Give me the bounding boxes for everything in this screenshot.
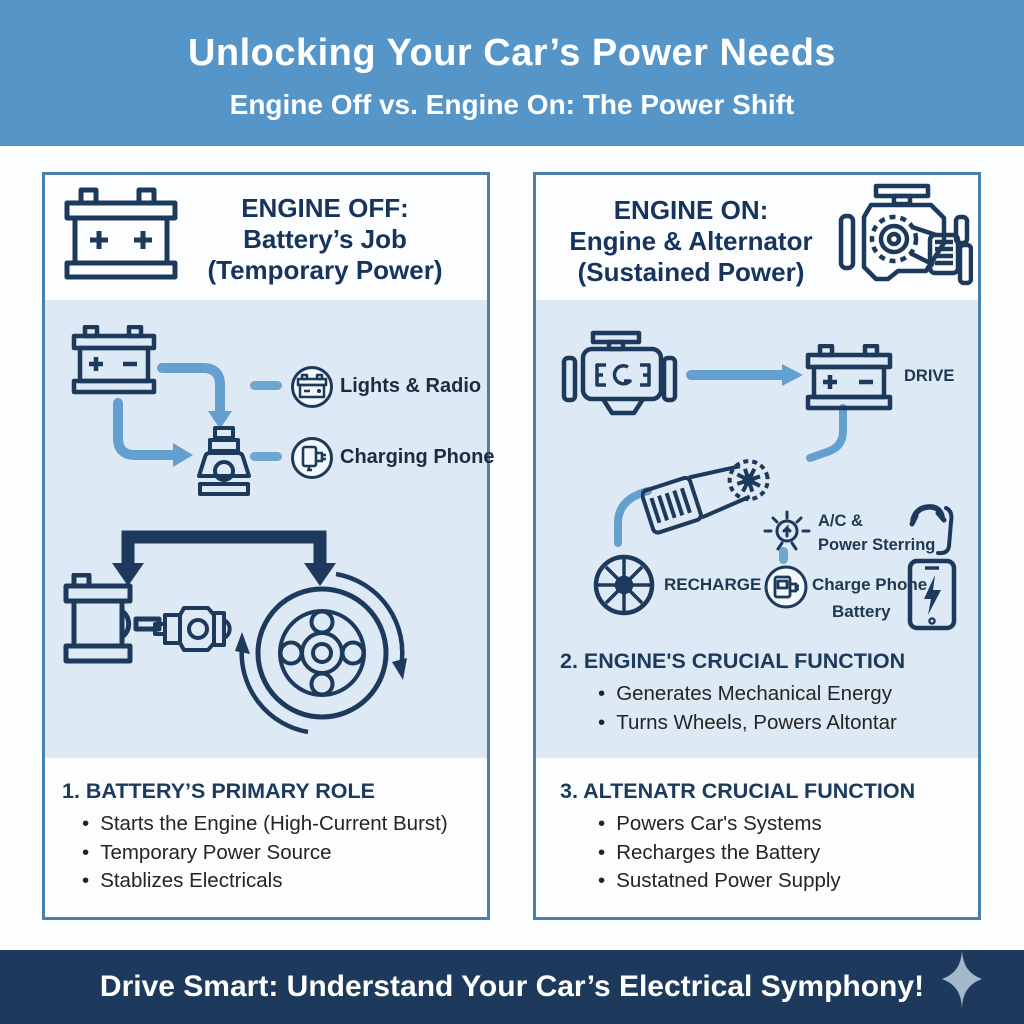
engine-function-heading: 2. ENGINE'S CRUCIAL FUNCTION: [560, 649, 906, 673]
smartphone-charging-icon: [907, 558, 957, 631]
connector-dash: [250, 452, 282, 461]
engine-off-title: ENGINE OFF: Battery’s Job (Temporary Pow…: [207, 193, 443, 285]
page-subtitle: Engine Off vs. Engine On: The Power Shif…: [229, 89, 795, 120]
bracket-arrowhead-right: [304, 563, 336, 586]
bracket-arrowhead-left: [112, 563, 144, 586]
gearbox-icon: [153, 606, 232, 652]
charge-phone-badge-icon: [764, 565, 808, 609]
rotation-arc-top: [335, 571, 405, 668]
ac-label-line1: A/C &: [818, 512, 863, 530]
charging-phone-badge-icon: [291, 437, 333, 479]
engine-icon: [561, 330, 678, 416]
curved-arrow-down: [157, 363, 225, 416]
ac-bulb-icon: [763, 510, 811, 551]
ac-label-line2: Power Sterring: [818, 536, 936, 554]
panel-engine-on: ENGINE ON: Engine & Alternator (Sustaine…: [533, 172, 981, 920]
panel-engine-off: ENGINE OFF: Battery’s Job (Temporary Pow…: [42, 172, 494, 920]
alternator-function-section: 3. ALTENATR CRUCIAL FUNCTION Powers Car'…: [560, 779, 975, 896]
curved-arrow-right: [113, 398, 178, 460]
pulley-wheel-icon: [235, 571, 407, 735]
battery-role-section: 1. BATTERY’S PRIMARY ROLE Starts the Eng…: [62, 779, 477, 896]
wheel-icon: [593, 554, 655, 616]
footer-tagline: Drive Smart: Understand Your Car’s Elect…: [99, 970, 925, 1003]
list-item: Temporary Power Source: [82, 839, 477, 868]
drive-label: DRIVE: [904, 367, 955, 385]
engine-off-flow-arrows: [112, 363, 336, 586]
rotation-arc-bottom: [239, 645, 309, 735]
car-battery-icon: [64, 187, 178, 280]
battery-role-list: Starts the Engine (High-Current Burst) T…: [62, 810, 477, 896]
arrowhead-right: [173, 443, 193, 467]
lightning-bolt: [924, 575, 941, 615]
recharge-label: RECHARGE: [664, 575, 762, 594]
list-item: Turns Wheels, Powers Altontar: [598, 709, 975, 738]
list-item: Generates Mechanical Energy: [598, 680, 975, 709]
engine-function-list: Generates Mechanical Energy Turns Wheels…: [560, 680, 975, 737]
list-item: Stablizes Electricals: [82, 867, 477, 896]
connector-dash: [779, 547, 788, 564]
connector-dash: [250, 381, 282, 390]
bracket-arrow: [121, 530, 327, 565]
ignition-icon: [197, 426, 251, 496]
charge-phone-label-line2: Battery: [832, 602, 891, 621]
list-item: Recharges the Battery: [598, 839, 975, 868]
arrowhead-right: [782, 364, 803, 386]
list-item: Starts the Engine (High-Current Burst): [82, 810, 477, 839]
lights-radio-badge-icon: [291, 366, 333, 408]
battery-icon: [805, 344, 893, 411]
rotation-arrowhead: [392, 658, 407, 680]
engine-on-title: ENGINE ON: Engine & Alternator (Sustaine…: [569, 195, 813, 287]
engine-icon: [838, 183, 973, 286]
battery-icon: [71, 325, 157, 395]
alternator-icon: [641, 459, 770, 535]
list-item: Powers Car's Systems: [598, 810, 975, 839]
lights-radio-label: Lights & Radio: [340, 375, 482, 397]
engine-function-section: 2. ENGINE'S CRUCIAL FUNCTION Generates M…: [560, 649, 975, 737]
page-title: Unlocking Your Car’s Power Needs: [187, 32, 837, 74]
starter-motor-icon: [63, 573, 162, 664]
rotation-arrowhead: [235, 632, 250, 654]
charge-phone-label-line1: Charge Phone: [812, 575, 928, 594]
list-item: Sustatned Power Supply: [598, 867, 975, 896]
sparkle-icon: [942, 950, 982, 1008]
phone-handset-icon: [909, 504, 954, 556]
battery-to-alternator-curve: [806, 404, 847, 462]
footer-banner: Drive Smart: Understand Your Car’s Elect…: [0, 950, 1024, 1024]
alternator-function-heading: 3. ALTENATR CRUCIAL FUNCTION: [560, 779, 916, 803]
alternator-function-list: Powers Car's Systems Recharges the Batte…: [560, 810, 975, 896]
charging-phone-label: Charging Phone: [340, 446, 495, 468]
arrowhead-down: [208, 411, 232, 429]
banner: Unlocking Your Car’s Power Needs Engine …: [0, 0, 1024, 146]
battery-role-heading: 1. BATTERY’S PRIMARY ROLE: [62, 779, 375, 803]
